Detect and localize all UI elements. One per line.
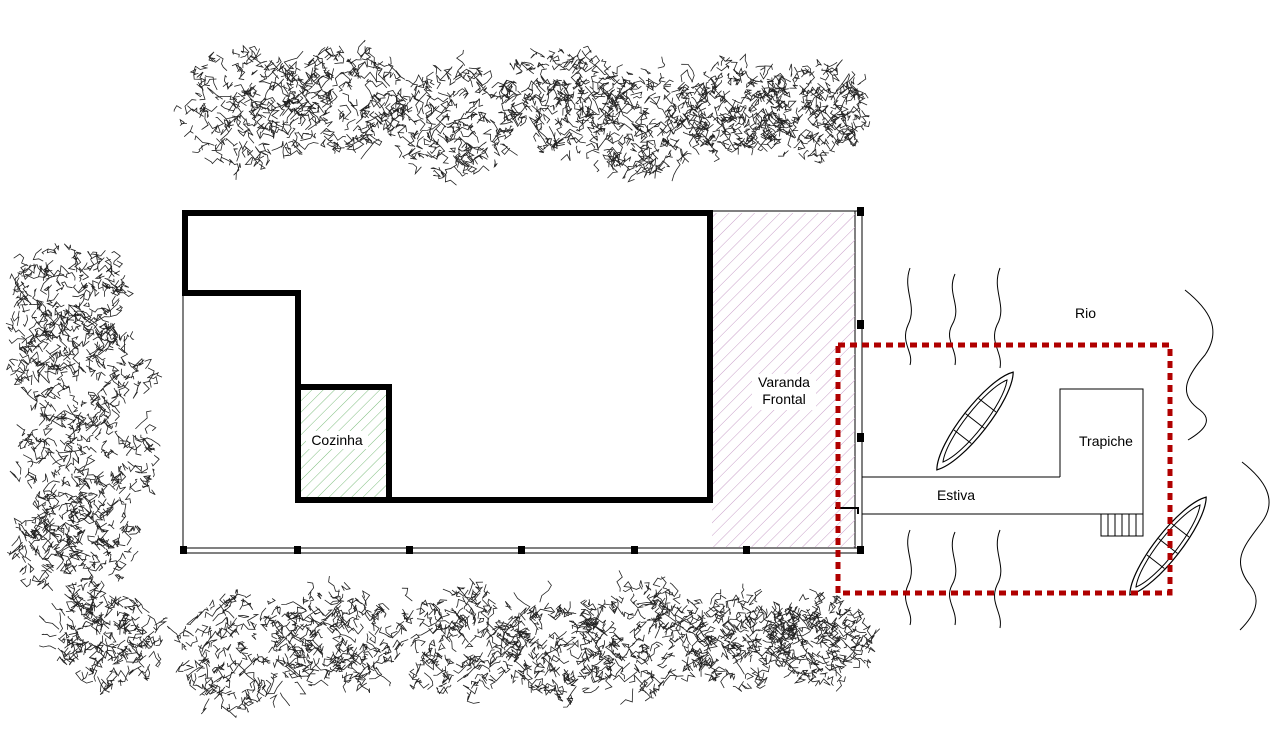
label-varanda-line1: Varanda [758,374,810,390]
tree-canopy-icon [751,58,871,164]
canoe-icon [936,371,1014,471]
cozinha-walls [298,384,392,500]
tree-canopy-icon [9,395,161,525]
vegetation-bottom [38,570,881,719]
highlight-dashed-boundary [835,342,1173,596]
stairs-icon [1100,513,1144,537]
river-wave-icon [905,267,1270,631]
structural-posts [180,207,864,554]
tree-canopy-icon [5,243,134,363]
label-rio: Rio [1075,305,1096,321]
tree-canopy-icon [676,53,797,163]
tree-canopy-icon [38,585,168,695]
tree-canopy-icon [562,56,709,183]
estiva-walkway [835,476,1143,515]
main-walls [182,210,713,503]
tree-canopy-icon [271,576,395,694]
tree-canopy-icon [765,588,881,692]
tree-canopy-icon [499,45,633,161]
tree-canopy-icon [6,305,163,435]
tree-canopy-icon [173,44,326,180]
vegetation-left [5,243,163,611]
vegetation-top [173,39,871,186]
tree-canopy-icon [267,39,420,160]
tree-canopy-icon [678,583,803,692]
tree-canopy-icon [166,589,324,719]
tree-canopy-icon [390,577,532,704]
tree-canopy-icon [576,570,718,705]
tree-canopy-icon [7,490,142,611]
label-estiva: Estiva [937,487,975,503]
tree-canopy-icon [385,49,519,186]
trapiche-deck [1059,388,1144,514]
label-varanda-line2: Frontal [762,391,806,407]
label-cozinha: Cozinha [311,432,363,448]
label-trapiche: Trapiche [1079,433,1133,449]
